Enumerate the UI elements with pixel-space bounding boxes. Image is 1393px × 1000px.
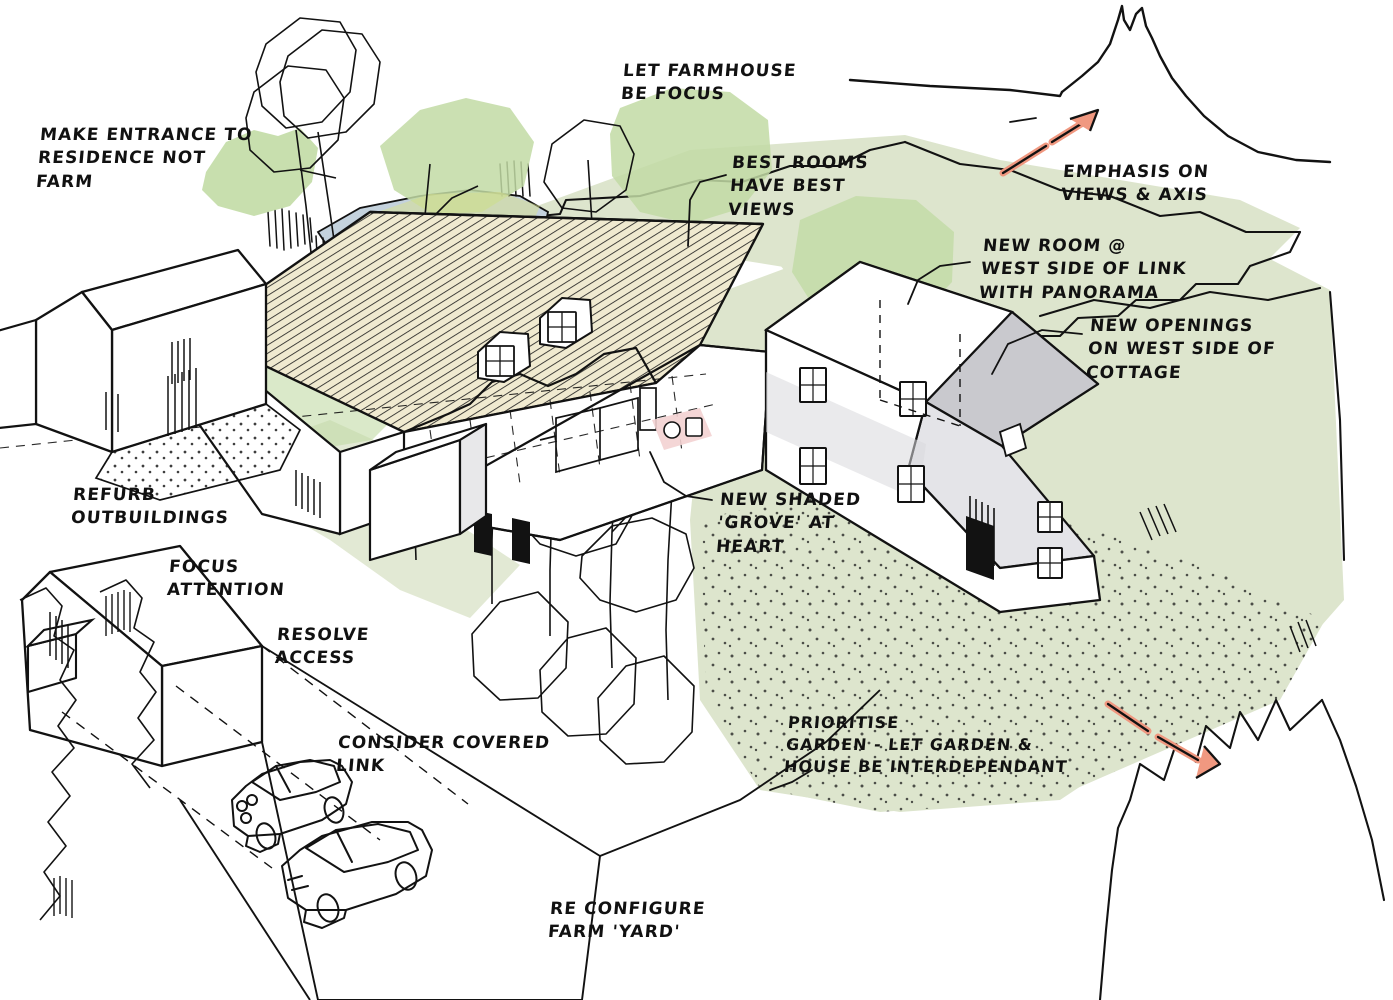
north-barn [0,248,302,501]
cottage [763,260,1102,614]
axis-arrow-upper [999,108,1100,177]
yard-setting-out [61,645,469,869]
distant-tor [848,4,1332,164]
garden-hedge-hatching [1139,503,1317,653]
link-building [368,422,488,562]
west-boundary [19,579,157,921]
green-fields [232,135,1344,812]
cars [231,759,433,929]
axis-arrow-lower [1104,700,1222,779]
leader-lines [649,117,1083,791]
farm-yard [179,645,881,1000]
south-barn [20,544,264,768]
